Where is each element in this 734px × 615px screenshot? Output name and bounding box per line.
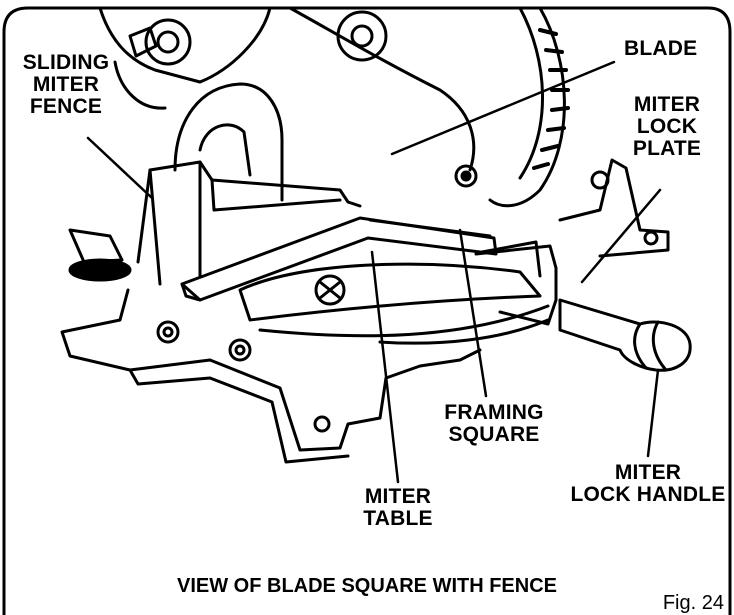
label-miter-table: MITER TABLE	[363, 485, 433, 530]
label-miter-lock-handle: MITER LOCK HANDLE	[570, 461, 726, 506]
label-blade: BLADE	[624, 37, 698, 60]
leader-blade	[390, 60, 616, 156]
blade-guard	[288, 6, 476, 172]
saw-base	[60, 288, 482, 452]
leader-miter-lock-handle	[646, 368, 660, 458]
blade-teeth	[532, 28, 570, 170]
saw-blade	[488, 6, 566, 208]
blade-arbor	[336, 10, 388, 62]
miter-lock-handle	[558, 298, 692, 372]
bevel-support	[173, 82, 284, 202]
figure-border	[2, 6, 732, 615]
figure-number: Fig. 24	[662, 592, 724, 614]
leader-lines	[86, 60, 662, 484]
leader-miter-lock-plate	[580, 188, 662, 284]
sliding-fence	[136, 160, 362, 264]
figure-caption: VIEW OF BLADE SQUARE WITH FENCE	[177, 575, 557, 597]
label-miter-lock-plate: MITER LOCK PLATE	[632, 93, 702, 160]
miter-lock-plate	[474, 244, 558, 326]
handle-knob	[144, 18, 192, 66]
label-framing-square: FRAMING SQUARE	[444, 401, 544, 446]
leader-sliding-miter-fence	[86, 136, 154, 200]
motor-housing	[98, 6, 272, 84]
leader-framing-square	[458, 228, 488, 398]
label-sliding-miter-fence: SLIDING MITER FENCE	[22, 51, 110, 118]
miter-table	[238, 262, 542, 322]
leader-miter-table	[370, 250, 400, 484]
